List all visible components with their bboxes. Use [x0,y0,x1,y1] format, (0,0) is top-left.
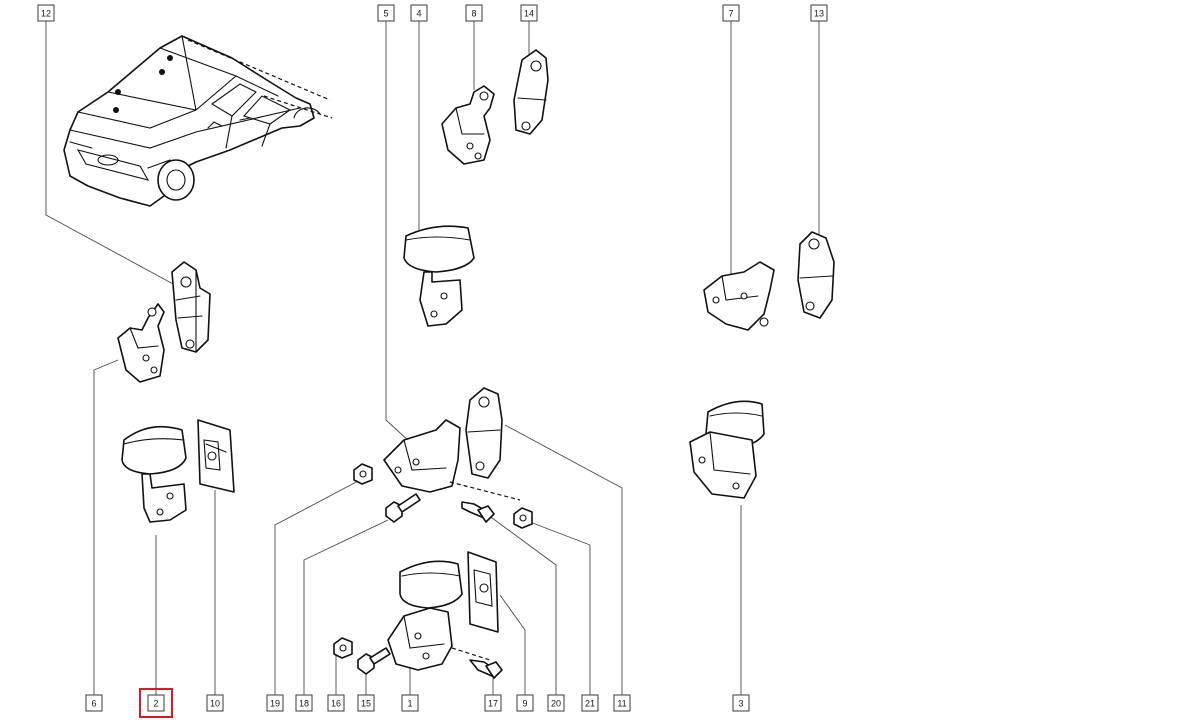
fastener-bolt-15 [357,647,391,675]
svg-text:1: 1 [407,699,412,709]
svg-text:5: 5 [383,9,388,19]
svg-text:3: 3 [738,699,743,709]
fastener-bolt-17 [469,659,503,679]
callout-label-10[interactable]: 10 [206,694,224,712]
svg-text:8: 8 [471,9,476,19]
fastener-bolt-18 [385,493,421,523]
svg-text:21: 21 [585,699,595,709]
svg-text:7: 7 [728,9,733,19]
hinge-cap-part-2 [121,425,187,523]
callout-label-7[interactable]: 7 [722,4,740,22]
callout-label-5[interactable]: 5 [377,4,395,22]
hinge-part-7 [703,261,775,331]
svg-text:2: 2 [153,699,158,709]
fastener-nut-21 [513,507,533,529]
svg-text:15: 15 [361,699,371,709]
callout-label-21[interactable]: 21 [581,694,599,712]
callout-label-20[interactable]: 20 [547,694,565,712]
plate-part-10 [197,419,235,493]
callout-label-4[interactable]: 4 [410,4,428,22]
svg-text:12: 12 [41,9,51,19]
svg-text:4: 4 [416,9,421,19]
callout-label-16[interactable]: 16 [327,694,345,712]
hinge-cap-part-4 [403,225,475,327]
svg-text:14: 14 [524,9,534,19]
callout-label-17[interactable]: 17 [484,694,502,712]
svg-text:17: 17 [488,699,498,709]
callout-label-8[interactable]: 8 [465,4,483,22]
callout-label-19[interactable]: 19 [266,694,284,712]
svg-text:10: 10 [210,699,220,709]
plate-part-9 [467,551,499,633]
svg-text:11: 11 [617,699,626,709]
hinge-assembly-upper-left [117,261,211,383]
callout-label-9[interactable]: 9 [516,694,534,712]
callout-label-13[interactable]: 13 [810,4,828,22]
car-illustration [63,35,333,207]
fastener-bolt-20 [461,501,495,523]
svg-text:19: 19 [270,699,280,709]
callout-label-2-selected[interactable]: 2 [139,688,173,718]
callout-label-14[interactable]: 14 [520,4,538,22]
hinge-assembly-middle [383,387,521,501]
hinge-part-8 [441,85,495,165]
svg-text:16: 16 [331,699,341,709]
fastener-nut-19 [353,463,373,485]
callout-label-12[interactable]: 12 [37,4,55,22]
svg-text:18: 18 [299,699,309,709]
svg-text:13: 13 [814,9,824,19]
hinge-part-14 [513,49,549,135]
hinge-assembly-lower [387,560,491,671]
callout-label-18[interactable]: 18 [295,694,313,712]
fastener-nut-16 [333,637,353,659]
callout-label-1[interactable]: 1 [401,694,419,712]
callout-label-6[interactable]: 6 [85,694,103,712]
callout-label-15[interactable]: 15 [357,694,375,712]
svg-text:20: 20 [551,699,561,709]
svg-text:6: 6 [91,699,96,709]
hinge-part-13 [797,231,835,319]
selected-highlight-box [139,688,173,718]
hinge-cap-part-3 [689,400,765,499]
callout-label-3[interactable]: 3 [732,694,750,712]
callout-label-11[interactable]: 11 [613,694,631,712]
svg-text:9: 9 [522,699,527,709]
